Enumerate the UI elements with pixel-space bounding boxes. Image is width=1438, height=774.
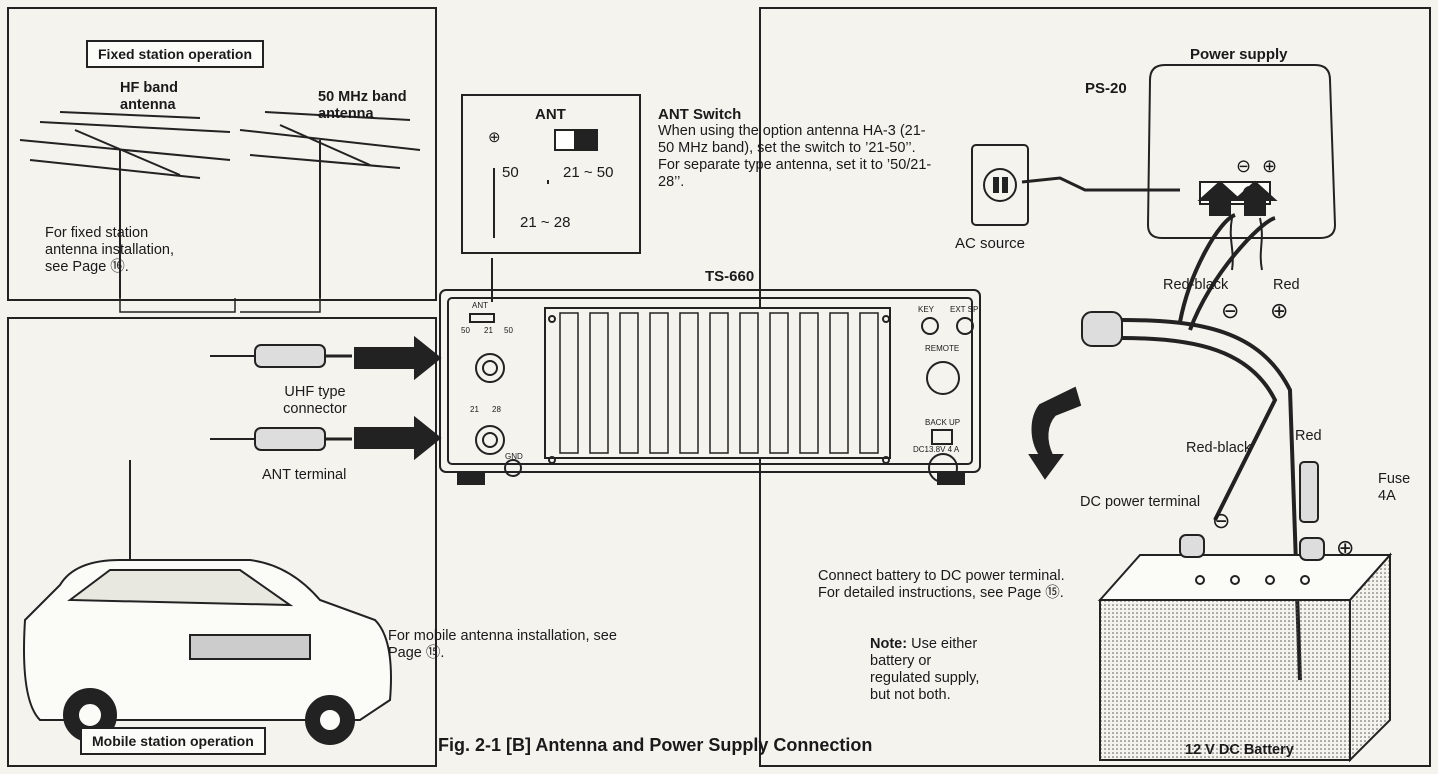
connect-battery-note: Connect battery to DC power terminal. Fo… <box>818 568 1065 601</box>
note-label: Note: <box>870 636 908 652</box>
panel-back-up: BACK UP <box>925 418 961 427</box>
ps-plus-sign: ⊕ <box>1262 156 1278 176</box>
red-black-mid-label: Red-black <box>1186 440 1252 456</box>
cable-minus-sign: ⊖ <box>1221 298 1240 323</box>
ac-source-label: AC source <box>955 235 1026 252</box>
battery-12v <box>1097 534 1393 763</box>
hf-antenna-label: HF band antenna <box>120 80 178 113</box>
fuse-4a <box>1299 461 1319 523</box>
battery-minus-sign: ⊖ <box>1212 508 1231 533</box>
panel-ant-50b: 50 <box>504 326 513 335</box>
battery-label: 12 V DC Battery <box>1185 742 1294 758</box>
fixed-station-frame <box>7 7 437 301</box>
red-mid-label: Red <box>1295 428 1322 444</box>
battery-plus-sign: ⊕ <box>1336 535 1355 560</box>
panel-ant-label: ANT <box>472 301 488 310</box>
mhz50-antenna <box>239 111 421 298</box>
ps20-label: PS-20 <box>1085 80 1127 97</box>
switch-pos-21-50: 21 ~ 50 <box>563 164 614 181</box>
fuse-label: Fuse 4A <box>1378 471 1411 504</box>
ant-terminal-label: ANT terminal <box>262 467 347 483</box>
panel-ant-21b: 21 <box>470 405 479 414</box>
panel-ant-28: 28 <box>492 405 501 414</box>
hf-antenna <box>19 111 231 298</box>
mhz50-antenna-label: 50 MHz band antenna <box>318 89 407 122</box>
fixed-install-note: For fixed station antenna installation, … <box>45 225 174 275</box>
panel-ext-sp: EXT SP <box>950 305 979 314</box>
panel-key: KEY <box>918 305 935 314</box>
note-block: Note: Use either battery or regulated su… <box>870 636 980 704</box>
mobile-station-label: Mobile station operation <box>80 727 266 755</box>
ts660-rear-panel <box>439 289 981 485</box>
switch-plus-sign: ⊕ <box>488 129 501 146</box>
red-black-top-label: Red-black <box>1163 277 1229 293</box>
ant-switch-description: When using the option antenna HA-3 (21-5… <box>658 123 932 190</box>
red-top-label: Red <box>1273 277 1300 293</box>
power-supply-ps20 <box>1146 64 1337 271</box>
mobile-station-frame <box>7 317 437 767</box>
switch-pos-50: 50 <box>502 164 519 181</box>
ant-switch-box <box>461 94 641 254</box>
mobile-car <box>23 460 392 745</box>
ts660-label: TS-660 <box>705 268 755 285</box>
panel-remote: REMOTE <box>925 344 960 353</box>
ps-minus-sign: ⊖ <box>1236 156 1252 176</box>
panel-ant-21: 21 <box>484 326 493 335</box>
cable-plus-sign: ⊕ <box>1270 298 1289 323</box>
panel-dc: DC13.8V 4 A <box>913 445 960 454</box>
ac-outlet <box>971 144 1180 226</box>
panel-ant-50: 50 <box>461 326 470 335</box>
uhf-connector-label: UHF type connector <box>283 384 347 417</box>
dc-power-cable <box>1081 213 1302 681</box>
note-text: Use either battery or regulated supply, … <box>870 636 980 703</box>
dc-terminal-label: DC power terminal <box>1080 494 1201 510</box>
ant-switch-title: ANT Switch <box>658 106 742 123</box>
panel-gnd: GND <box>505 452 523 461</box>
uhf-connector-bottom <box>210 427 352 451</box>
uhf-connector-top <box>210 344 352 368</box>
ant-box-title: ANT <box>535 106 566 123</box>
fixed-station-label: Fixed station operation <box>86 40 265 68</box>
mobile-install-note: For mobile antenna installation, see Pag… <box>388 628 617 661</box>
figure-caption: Fig. 2-1 [B] Antenna and Power Supply Co… <box>438 735 873 755</box>
power-supply-label: Power supply <box>1190 46 1288 63</box>
switch-pos-21-28: 21 ~ 28 <box>520 214 571 231</box>
